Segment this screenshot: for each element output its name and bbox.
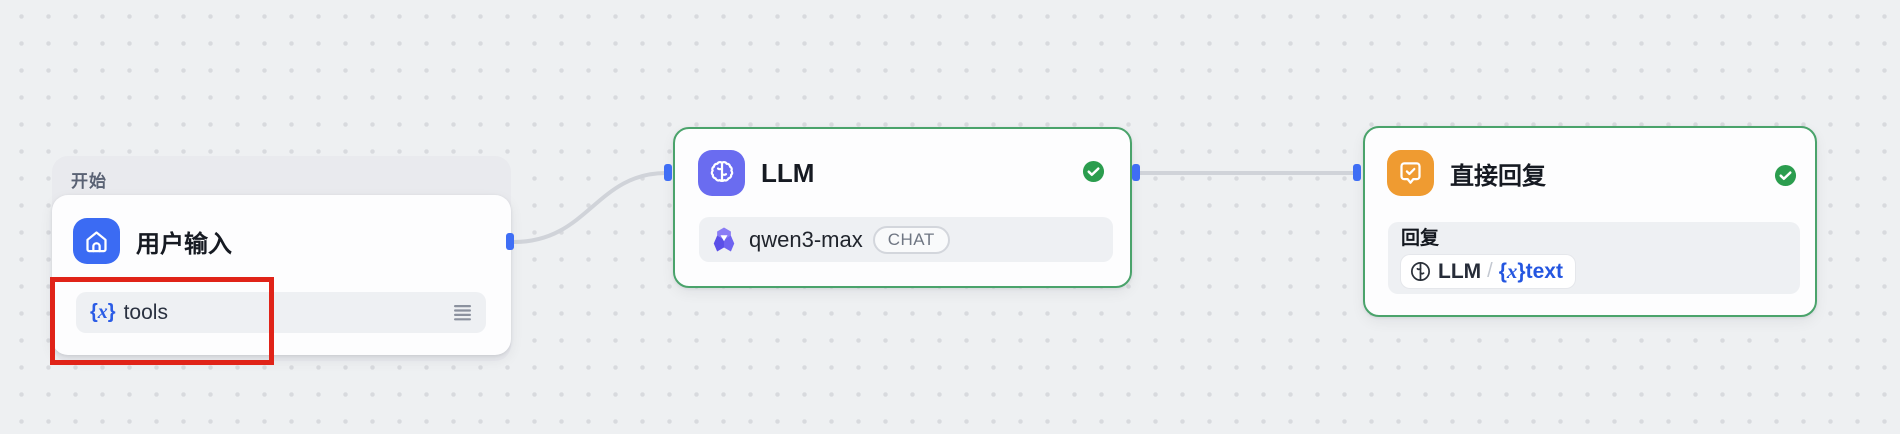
llm-node[interactable]: LLM qwen3-max CHAT [673, 127, 1132, 288]
llm-input-handle[interactable] [664, 164, 672, 181]
direct-reply-node[interactable]: 直接回复 回复 LLM / {x}text [1363, 126, 1817, 317]
model-name: qwen3-max [749, 226, 863, 252]
reply-section[interactable]: 回复 LLM / {x}text [1388, 222, 1800, 294]
llm-output-handle[interactable] [1132, 164, 1140, 181]
success-check-icon [1082, 160, 1105, 183]
model-type-badge: CHAT [872, 225, 950, 254]
home-icon [73, 218, 120, 264]
chat-check-icon [1387, 150, 1434, 196]
reply-input-handle[interactable] [1353, 164, 1361, 181]
referenced-node-name: LLM [1438, 259, 1482, 283]
model-selector[interactable]: qwen3-max CHAT [699, 217, 1113, 262]
referenced-variable: {x}text [1498, 259, 1563, 283]
start-node-group[interactable]: 开始 用户输入 {x} tools [52, 156, 511, 361]
direct-reply-title: 直接回复 [1450, 162, 1546, 190]
reference-separator: / [1487, 260, 1493, 282]
start-group-label: 开始 [71, 172, 107, 191]
list-icon[interactable] [453, 304, 472, 321]
reply-section-label: 回复 [1401, 228, 1440, 249]
variable-badge: {x} [90, 301, 116, 323]
brain-icon [698, 150, 745, 196]
edge-start-to-llm [513, 171, 667, 244]
variable-name: tools [123, 300, 168, 324]
llm-node-title: LLM [761, 157, 815, 188]
start-node-title: 用户输入 [136, 230, 232, 258]
qwen-logo-icon [713, 227, 735, 251]
start-output-handle[interactable] [506, 233, 514, 250]
brain-icon [1411, 262, 1430, 281]
variable-row-tools[interactable]: {x} tools [76, 292, 486, 333]
success-check-icon [1774, 164, 1797, 187]
variable-reference-chip[interactable]: LLM / {x}text [1401, 255, 1575, 288]
start-node-card[interactable]: 用户输入 {x} tools [52, 195, 511, 355]
